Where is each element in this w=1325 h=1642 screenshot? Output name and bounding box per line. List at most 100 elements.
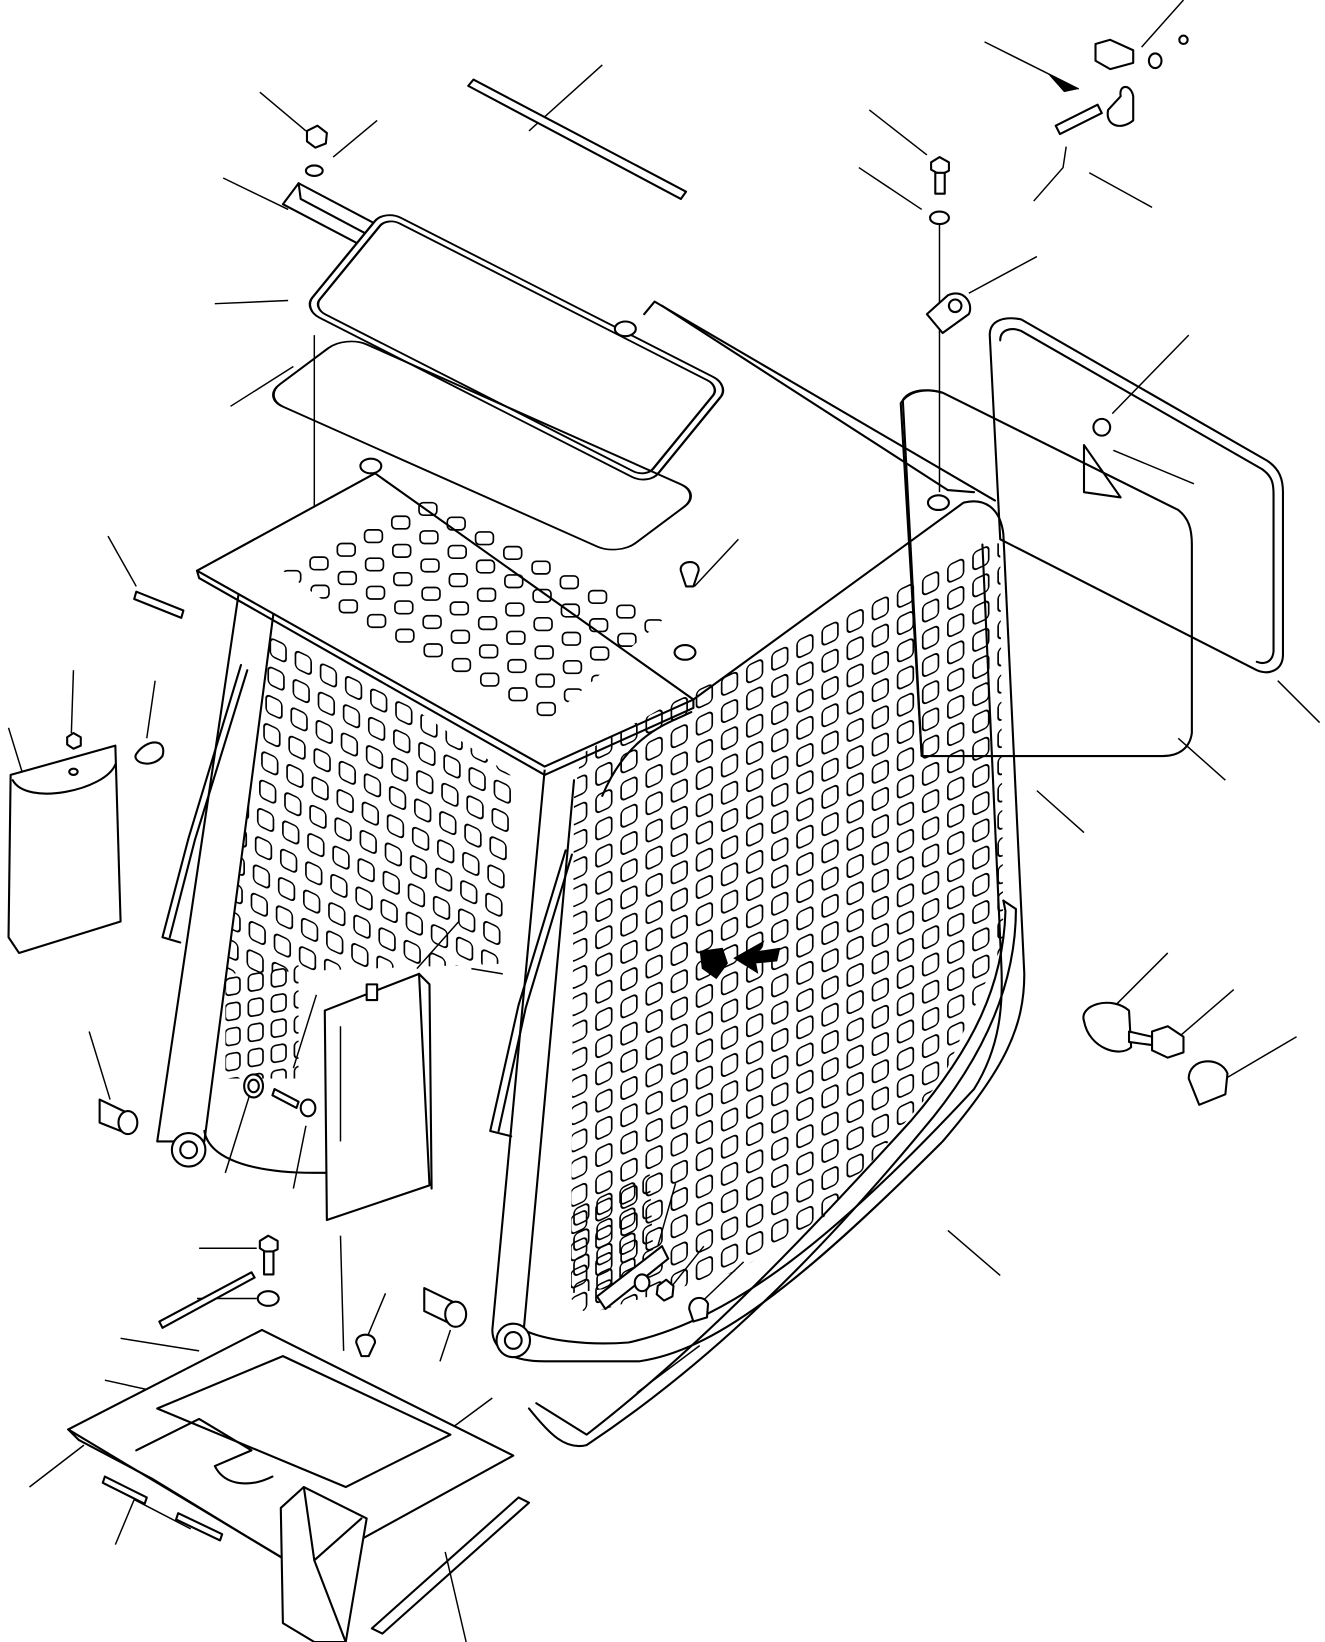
mesh-hole [596, 1388, 612, 1413]
mesh-hole [972, 546, 990, 571]
mesh-hole [745, 877, 764, 902]
mesh-hole [947, 885, 965, 910]
mesh-hole [225, 1026, 241, 1047]
mesh-hole [720, 1243, 739, 1268]
mesh-hole [796, 1178, 814, 1203]
mesh-hole [871, 841, 890, 866]
right-window-seal [988, 317, 1285, 674]
mesh-hole [478, 644, 499, 659]
mesh-hole [571, 1455, 587, 1480]
mesh-hole [559, 575, 580, 590]
mesh-hole [293, 1039, 299, 1059]
mesh-hole [921, 1197, 940, 1222]
mesh-hole [720, 726, 739, 751]
mesh-hole [284, 792, 302, 817]
mesh-hole [256, 807, 275, 832]
mesh-hole [921, 1279, 940, 1304]
mesh-hole [428, 952, 447, 974]
mesh-hole [595, 979, 613, 1004]
mesh-hole [620, 858, 638, 883]
mesh-hole [620, 1157, 638, 1182]
mesh-hole [871, 814, 890, 839]
mesh-hole [326, 930, 344, 955]
mesh-hole [425, 1008, 441, 1033]
mesh-hole [596, 1333, 612, 1358]
mesh-hole [645, 791, 663, 816]
rear-window-seal [308, 214, 725, 481]
mesh-hole [248, 921, 266, 946]
mesh-hole [620, 967, 638, 992]
mesh-hole [821, 1275, 839, 1299]
mesh-hole [771, 755, 789, 780]
mesh-hole [319, 663, 338, 688]
mesh-hole [997, 860, 1004, 885]
mesh-hole [872, 1331, 888, 1356]
mesh-hole [414, 798, 432, 823]
mesh-hole [871, 650, 890, 675]
mesh-hole [265, 694, 283, 719]
mesh-hole [972, 1145, 990, 1170]
mesh-hole [328, 902, 346, 927]
mesh-hole [921, 598, 940, 623]
mesh-hole [997, 1187, 1004, 1212]
mesh-hole [771, 673, 789, 698]
mesh-hole [846, 881, 864, 906]
mesh-hole [796, 1015, 814, 1040]
mesh-hole [570, 1046, 588, 1071]
mesh-hole [695, 983, 714, 1008]
mesh-hole [796, 879, 814, 904]
mesh-hole [847, 1344, 863, 1369]
mesh-hole [896, 1073, 915, 1098]
mesh-hole [796, 1069, 814, 1094]
mesh-hole [896, 1237, 915, 1262]
mesh-hole [997, 724, 1004, 749]
mesh-hole [645, 1036, 663, 1061]
mesh-hole [645, 709, 663, 734]
mesh-hole [477, 615, 498, 631]
mesh-hole [720, 1134, 739, 1159]
mesh-hole [871, 1249, 890, 1274]
mesh-hole [947, 967, 965, 992]
mesh-hole [254, 836, 273, 861]
mesh-hole [695, 1174, 714, 1199]
mesh-hole [474, 531, 495, 546]
mesh-hole [797, 1369, 813, 1394]
mesh-hole [263, 723, 281, 748]
mesh-hole [446, 1078, 462, 1103]
mesh-hole [531, 560, 551, 575]
mesh-hole [466, 795, 484, 820]
mesh-hole [393, 729, 411, 754]
mesh-hole [457, 908, 476, 933]
mesh-hole [586, 561, 607, 576]
lifting-eye-bracket [925, 292, 972, 335]
mesh-hole [615, 576, 635, 591]
mesh-hole [670, 996, 688, 1021]
mesh-hole [745, 1122, 764, 1147]
mesh-hole [947, 1021, 965, 1046]
mesh-hole [997, 1132, 1004, 1157]
mesh-hole [338, 760, 356, 785]
mesh-hole [317, 691, 336, 716]
mesh-hole [620, 1184, 638, 1209]
mesh-hole [821, 730, 839, 755]
mesh-hole [361, 801, 380, 826]
mesh-hole [745, 1149, 764, 1174]
mesh-hole [896, 611, 915, 636]
mesh-hole [846, 908, 864, 933]
mesh-hole [796, 1287, 814, 1312]
mesh-hole [846, 1017, 864, 1042]
mesh-hole [972, 1281, 990, 1306]
mesh-hole [508, 687, 528, 702]
mesh-hole [745, 740, 764, 765]
mesh-hole [595, 1006, 613, 1031]
mesh-hole [846, 636, 864, 661]
mesh-hole [273, 933, 292, 958]
mesh-hole [720, 1025, 739, 1050]
mesh-hole [997, 1241, 1004, 1266]
mesh-hole [302, 889, 321, 914]
mesh-hole [353, 914, 371, 939]
mesh-hole [420, 558, 440, 573]
mesh-hole [720, 1216, 739, 1241]
mesh-hole [645, 927, 663, 952]
mesh-hole [821, 1247, 839, 1272]
